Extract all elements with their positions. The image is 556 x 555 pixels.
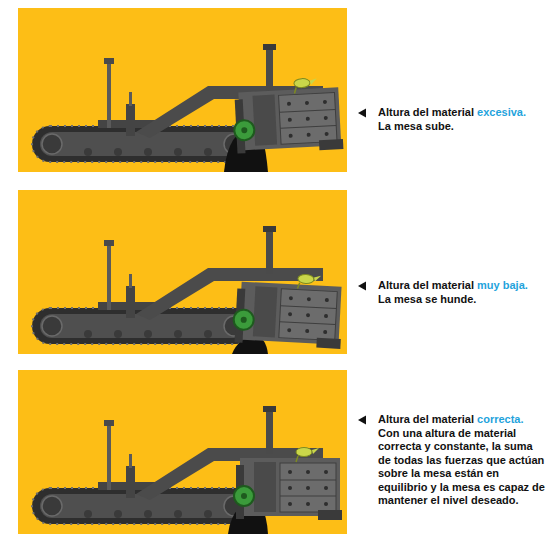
caption-text: Con una altura de material correcta y co…: [378, 427, 546, 508]
caption-text: Altura del material: [378, 413, 474, 425]
panel-high: [18, 8, 347, 172]
text-group: Altura del materialmuy baja. La mesa se h…: [378, 279, 546, 306]
pointer-triangle: [358, 109, 366, 118]
panel-low: [18, 190, 347, 354]
caption-text: Altura del material: [378, 279, 474, 291]
text-group: Altura del materialcorrecta. Con una altu…: [378, 413, 546, 508]
pointer-triangle: [358, 282, 366, 291]
caption-text: Altura del material: [378, 106, 474, 118]
text-group: Altura del materialexcesiva. La mesa sube…: [378, 106, 546, 133]
status-word: muy baja.: [477, 279, 528, 291]
pointer-triangle: [358, 416, 366, 425]
status-word: excesiva.: [477, 106, 526, 118]
caption-text: La mesa sube.: [378, 120, 546, 134]
caption-text: La mesa se hunde.: [378, 293, 546, 307]
status-word: correcta.: [477, 413, 523, 425]
panel-correct: [18, 370, 347, 534]
